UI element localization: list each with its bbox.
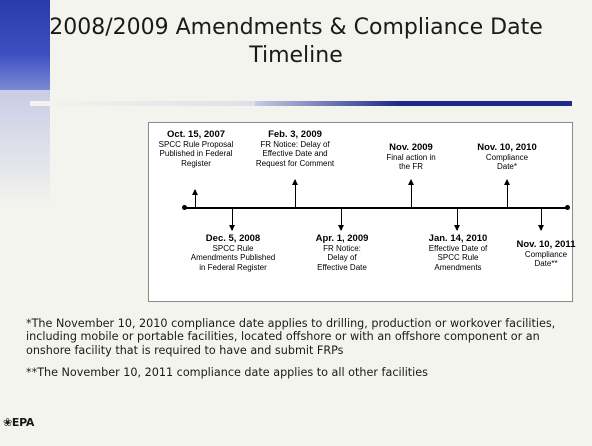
tick-feb-2009 (292, 179, 298, 208)
event-apr-2009: Apr. 1, 2009 FR Notice: Delay of Effecti… (302, 233, 382, 272)
footnote-2010: *The November 10, 2010 compliance date a… (26, 317, 556, 357)
event-oct-2007: Oct. 15, 2007 SPCC Rule Proposal Publish… (148, 129, 244, 168)
event-text: the FR (398, 162, 423, 172)
event-date: Jan. 14, 2010 (428, 233, 488, 244)
event-date: Feb. 3, 2009 (268, 129, 322, 140)
left-accent-fade (0, 90, 50, 210)
event-text: Amendments (434, 262, 482, 272)
event-jan-2010: Jan. 14, 2010 Effective Date of SPCC Rul… (412, 233, 504, 272)
epa-logo-text: EPA (11, 416, 35, 429)
timeline-axis (185, 207, 568, 209)
tick-jan-2010 (454, 208, 460, 231)
event-text: Request for Comment (255, 158, 335, 168)
event-text: Register (181, 158, 211, 168)
tick-nov-2011 (538, 208, 544, 231)
title-rule-light (30, 101, 255, 106)
left-accent-bar (0, 0, 50, 90)
epa-logo-icon: ❀EPA (3, 416, 34, 429)
event-text: Effective Date and (262, 149, 328, 159)
event-text: in Federal Register (199, 262, 267, 272)
event-date: Apr. 1, 2009 (315, 233, 369, 244)
event-text: FR Notice: (323, 244, 361, 253)
epa-seal-icon: ❀ (3, 416, 12, 429)
event-text: Published in Federal (159, 149, 233, 159)
event-text: Final action in (386, 153, 436, 162)
event-date: Oct. 15, 2007 (166, 129, 226, 140)
title-line-1: 2008/2009 Amendments & Compliance Date (49, 15, 543, 40)
tick-oct-2007 (192, 189, 198, 208)
timeline-diagram-frame (148, 122, 573, 302)
event-date: Dec. 5, 2008 (205, 233, 261, 244)
tick-apr-2009 (338, 208, 344, 231)
footnote-2011: **The November 10, 2011 compliance date … (26, 366, 429, 380)
event-text: Effective Date (317, 262, 367, 272)
event-nov-2010: Nov. 10, 2010 Compliance Date* (466, 142, 548, 172)
event-text: SPCC Rule (212, 244, 254, 253)
event-text: Date** (534, 259, 558, 269)
event-date: Nov. 10, 2010 (477, 142, 537, 153)
event-nov-2009: Nov. 2009 Final action in the FR (370, 142, 452, 172)
title-line-2: Timeline (249, 43, 343, 68)
event-date: Nov. 10, 2011 (516, 239, 576, 250)
event-text: SPCC Rule (437, 253, 479, 263)
footnotes: *The November 10, 2010 compliance date a… (26, 317, 582, 380)
tick-dec-2008 (229, 208, 235, 231)
event-feb-2009: Feb. 3, 2009 FR Notice: Delay of Effecti… (246, 129, 344, 168)
event-text: Effective Date of (428, 244, 488, 253)
timeline-end-dot (565, 205, 570, 210)
event-nov-2011: Nov. 10, 2011 Compliance Date** (510, 239, 582, 269)
event-text: Date* (496, 162, 517, 172)
tick-nov-2010 (504, 179, 510, 208)
event-text: FR Notice: Delay of (260, 140, 330, 149)
event-text: Amendments Published (190, 253, 276, 263)
tick-nov-2009 (408, 179, 414, 208)
event-text: SPCC Rule Proposal (158, 140, 234, 149)
event-text: Compliance (524, 250, 568, 259)
event-date: Nov. 2009 (389, 142, 433, 153)
timeline-start-dot (182, 205, 187, 210)
event-text: Delay of (327, 253, 357, 263)
event-text: Compliance (485, 153, 529, 162)
title-rule-dark (255, 101, 572, 106)
event-dec-2008: Dec. 5, 2008 SPCC Rule Amendments Publis… (186, 233, 280, 272)
slide-title: 2008/2009 Amendments & Compliance Date T… (0, 14, 592, 70)
